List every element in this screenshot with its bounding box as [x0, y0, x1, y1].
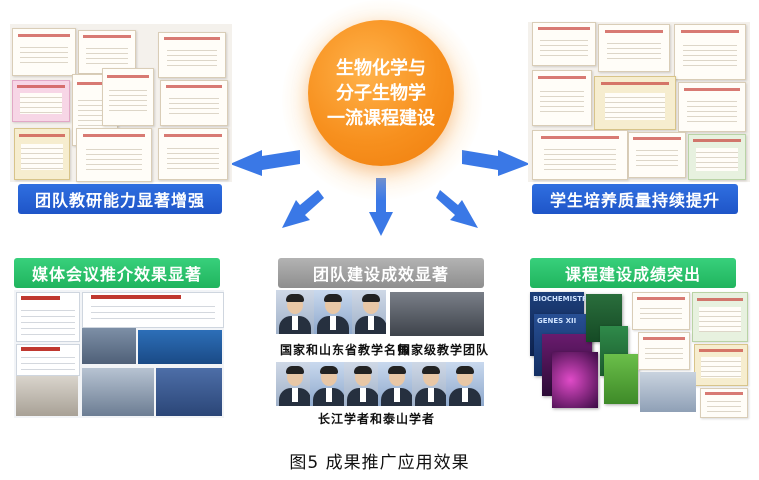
caption-famous-teachers: 国家和山东省教学名师	[280, 343, 411, 357]
scholars-photos	[276, 362, 484, 408]
arrow-down-left	[282, 190, 324, 228]
student-certificates-collage	[528, 22, 750, 182]
teaching-team-group-photo	[390, 292, 484, 336]
arrow-left	[230, 150, 300, 176]
arrow-down-right	[436, 190, 478, 228]
teaching-certificates-collage	[10, 24, 232, 182]
famous-teachers-photos	[274, 290, 386, 336]
outcome-banner-team: 团队建设成效显著	[278, 258, 484, 288]
outcome-banner-course: 课程建设成绩突出	[530, 258, 736, 288]
caption-national-team: 国家级教学团队	[398, 343, 490, 357]
media-clippings-collage	[14, 290, 224, 418]
outcome-banner-student-quality: 学生培养质量持续提升	[532, 184, 738, 214]
caption-scholars: 长江学者和泰山学者	[318, 412, 436, 426]
figure-caption: 图5 成果推广应用效果	[289, 453, 470, 473]
central-goal-circle: 生物化学与 分子生物学 一流课程建设	[308, 20, 454, 166]
hub-line-3: 一流课程建设	[327, 107, 435, 129]
hub-line-1: 生物化学与	[336, 57, 426, 79]
arrow-right	[462, 150, 530, 176]
outcome-banner-team-research: 团队教研能力显著增强	[18, 184, 222, 214]
textbooks-and-awards-collage: BIOCHEMISTRY GENES XII	[528, 290, 750, 418]
hub-line-2: 分子生物学	[336, 82, 426, 104]
arrow-down	[369, 178, 393, 236]
outcome-banner-media: 媒体会议推介效果显著	[14, 258, 220, 288]
